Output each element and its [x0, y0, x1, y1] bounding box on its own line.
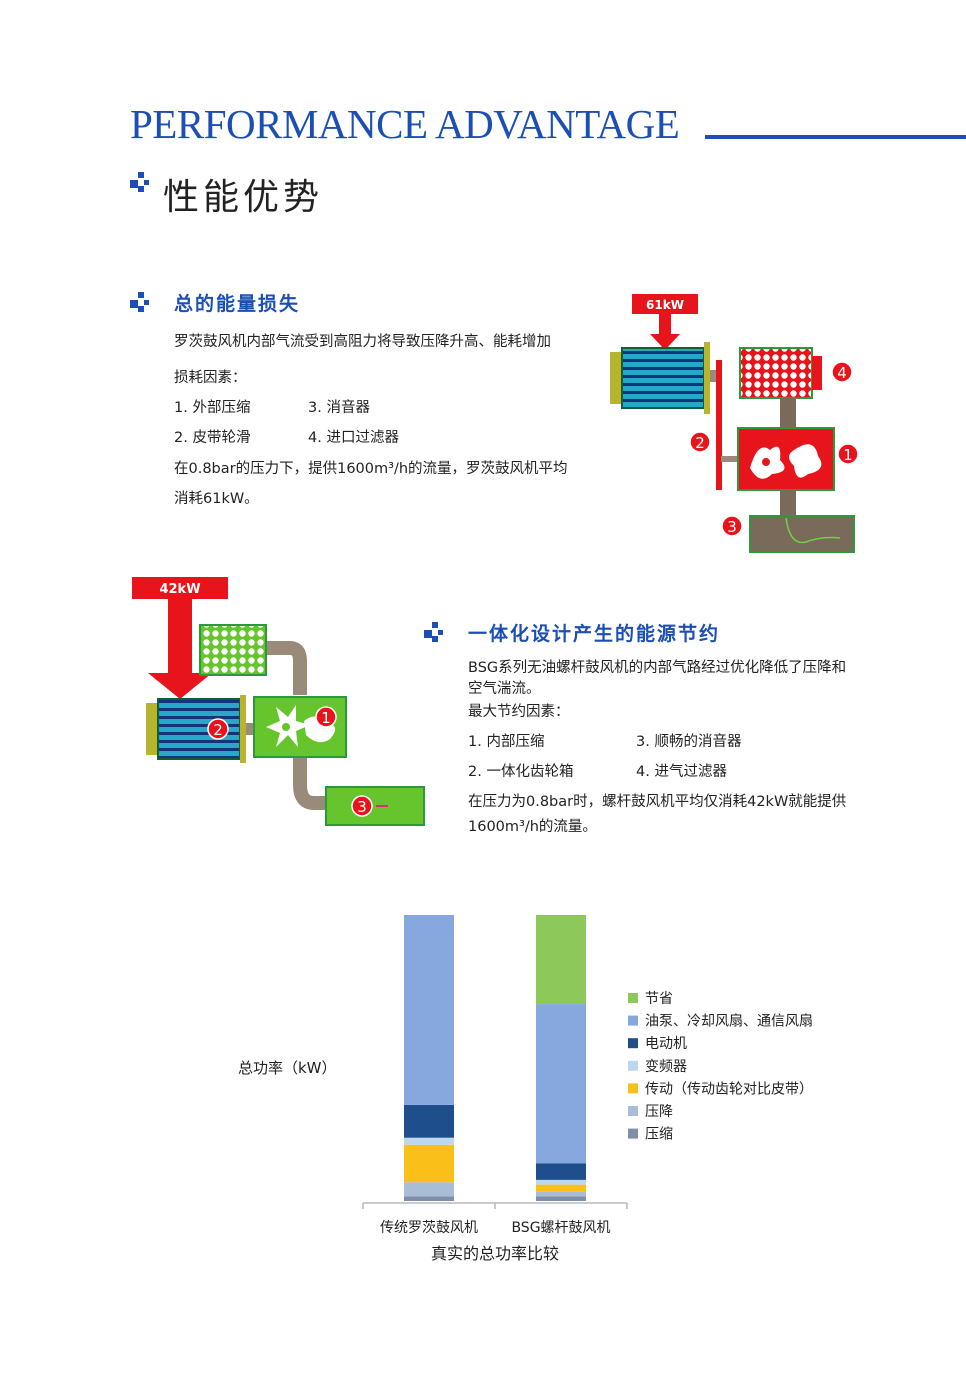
marker-1: 1 [315, 706, 337, 728]
bar-segment [536, 915, 586, 1005]
section2-line: BSG系列无油螺杆鼓风机的内部气路经过优化降低了压降和 [468, 660, 847, 676]
bar-segment [536, 1191, 586, 1197]
silencer [739, 347, 813, 399]
section2-factor: 1. 内部压缩 [468, 734, 545, 750]
legend-label: 节省 [645, 991, 673, 1007]
silencer [199, 624, 267, 676]
marker-2: 2 [207, 718, 229, 740]
bar-segment [404, 1144, 454, 1183]
section1-line: 罗茨鼓风机内部气流受到高阻力将导致压降升高、能耗增加 [174, 334, 551, 350]
legend-label: 油泵、冷却风扇、通信风扇 [645, 1014, 813, 1030]
legend-label: 变频器 [645, 1059, 687, 1075]
section1-heading: 总的能量损失 [174, 293, 301, 315]
section1-factor: 3. 消音器 [308, 400, 370, 416]
x-tick-label: 传统罗茨鼓风机 [380, 1220, 478, 1236]
power-label: 42kW [159, 582, 200, 597]
svg-text:3: 3 [357, 798, 367, 816]
roots-blower-diagram: 61kW 1 2 3 4 [610, 294, 859, 553]
legend-swatch [628, 1038, 638, 1049]
marker-3: 3 [721, 515, 743, 537]
chart-title: 真实的总功率比较 [431, 1244, 559, 1263]
svg-text:3: 3 [727, 518, 737, 536]
svg-text:2: 2 [213, 721, 223, 739]
svg-text:4: 4 [837, 364, 847, 382]
section2-line: 空气湍流。 [468, 681, 541, 697]
power-label-box [132, 577, 228, 599]
bar-segment [404, 1196, 454, 1201]
section1-summary: 在0.8bar的压力下，提供1600m³/h的流量，罗茨鼓风机平均 [174, 461, 568, 477]
section2-summary: 在压力为0.8bar时，螺杆鼓风机平均仅消耗42kW就能提供 [468, 794, 847, 810]
svg-text:1: 1 [843, 446, 853, 464]
section1-factor: 1. 外部压缩 [174, 400, 251, 416]
legend-swatch [628, 1083, 638, 1094]
power-label: 61kW [646, 298, 684, 312]
bar-segment [536, 1196, 586, 1201]
bar-segment [404, 1137, 454, 1145]
bar-segment [536, 1004, 586, 1164]
down-arrow-icon [650, 334, 680, 350]
brand-square-icon [130, 172, 149, 192]
legend-swatch [628, 1015, 638, 1026]
page-title-en: PERFORMANCE ADVANTAGE [130, 101, 680, 147]
section2-factor: 4. 进气过滤器 [636, 764, 727, 780]
page-title-cn: 性能优势 [163, 177, 324, 218]
section2-heading: 一体化设计产生的能源节约 [468, 623, 721, 645]
section1-summary: 消耗61kW。 [174, 491, 259, 507]
legend-swatch [628, 993, 638, 1003]
marker-1: 1 [837, 443, 859, 465]
outlet-box [325, 786, 425, 826]
down-arrow-icon [148, 673, 212, 699]
y-axis-label: 总功率（kW） [238, 1059, 337, 1077]
legend-label: 传动（传动齿轮对比皮带） [645, 1081, 813, 1097]
legend-swatch [628, 1106, 638, 1116]
x-tick-label: BSG螺杆鼓风机 [511, 1220, 610, 1236]
section1-factor: 4. 进口过滤器 [308, 430, 399, 446]
section1-factor: 2. 皮带轮滑 [174, 430, 251, 446]
legend-swatch [628, 1128, 638, 1139]
marker-2: 2 [689, 431, 711, 453]
section2-factor: 2. 一体化齿轮箱 [468, 764, 574, 780]
marker-4: 4 [831, 361, 853, 383]
title-divider [705, 135, 966, 139]
legend-swatch [628, 1060, 638, 1071]
legend-label: 电动机 [645, 1036, 687, 1052]
bar-segment [536, 1184, 586, 1192]
section-square-icon [130, 292, 149, 312]
motor [621, 347, 705, 409]
power-comparison-chart: 总功率（kW） 传统罗茨鼓风机 BSG螺杆鼓风机 节省油泵、冷却风扇、通信风扇电动… [238, 915, 813, 1263]
power-label-box [632, 294, 698, 314]
intake-filter [749, 515, 855, 553]
svg-text:1: 1 [321, 709, 331, 727]
bar-segment [404, 1104, 454, 1138]
bar-segment [536, 1163, 586, 1180]
section2-factors-label: 最大节约因素： [468, 704, 570, 720]
legend-label: 压降 [645, 1104, 673, 1120]
bar-segment [536, 1179, 586, 1185]
section2-factor: 3. 顺畅的消音器 [636, 734, 742, 750]
marker-3: 3 [351, 795, 373, 817]
section2-summary: 1600m³/h的流量。 [468, 819, 597, 835]
screw-blower-diagram: 42kW 1 2 3 [132, 577, 425, 826]
belt [716, 360, 722, 490]
legend-label: 压缩 [645, 1127, 673, 1143]
bar-segment [404, 915, 454, 1105]
svg-text:2: 2 [695, 434, 705, 452]
bar-segment [404, 1182, 454, 1197]
section1-factors-label: 损耗因素： [174, 370, 247, 386]
section-square-icon [424, 622, 443, 642]
